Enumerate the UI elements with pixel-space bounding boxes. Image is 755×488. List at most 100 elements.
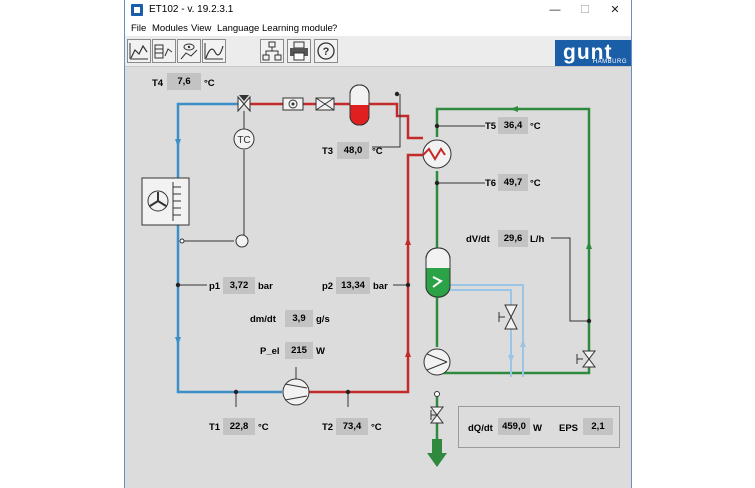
view-chart-icon [180, 43, 198, 60]
dvdt-unit: L/h [530, 234, 545, 245]
flow-arrow-left [510, 106, 518, 112]
view-chart-button[interactable] [177, 39, 201, 63]
performance-panel: dQ/dt 459,0 W EPS 2,1 [458, 406, 620, 448]
flow-arrow-up [520, 339, 526, 347]
flow-arrow-down [508, 355, 514, 363]
menu-view[interactable]: View [191, 23, 212, 34]
menu-learning-module[interactable]: Learning module [262, 23, 333, 34]
p1-label: p1 [209, 281, 221, 292]
gunt-logo: gunt HAMBURG [555, 40, 631, 66]
cooling-water-line [447, 284, 524, 377]
flow-arrow-up [405, 237, 411, 245]
measurement-points [175, 91, 592, 395]
chart-button[interactable] [127, 39, 151, 63]
high-pressure-line [250, 102, 443, 394]
toolbar: ? [125, 36, 631, 67]
cooling-water-valve-icon [498, 304, 518, 330]
t6-value: 49,7 [498, 174, 528, 191]
t3-unit: °C [372, 146, 383, 157]
t5-unit: °C [530, 121, 541, 132]
compressor-icon [282, 378, 310, 406]
window-title: ET102 - v. 19.2.3.1 [149, 4, 234, 15]
dmdt-unit: g/s [316, 314, 330, 325]
p1-value: 3,72 [223, 277, 255, 294]
help-icon: ? [317, 42, 335, 60]
t2-label: T2 [322, 422, 334, 433]
dqdt-unit: W [533, 423, 542, 434]
dqdt-label: dQ/dt [468, 423, 493, 434]
drain-valve-icon [430, 406, 444, 424]
dqdt-value: 459,0 [498, 418, 530, 435]
pel-label: P_el [260, 346, 280, 357]
svg-text:?: ? [323, 46, 330, 58]
condenser-icon [422, 139, 452, 169]
thermostatic-controller-icon: TC [233, 128, 255, 248]
t1-unit: °C [258, 422, 269, 433]
signal-lines [178, 94, 589, 407]
t5-label: T5 [485, 121, 497, 132]
p1-unit: bar [258, 281, 273, 292]
t6-unit: °C [530, 178, 541, 189]
liquid-receiver-icon [349, 84, 370, 126]
menu-help[interactable]: ? [332, 23, 338, 34]
t4-label: T4 [152, 78, 164, 89]
table-chart-button[interactable] [152, 39, 176, 63]
water-valve-icon [576, 350, 596, 368]
maximize-button[interactable]: ☐ [580, 4, 590, 16]
pel-unit: W [316, 346, 325, 357]
pel-value: 215 [285, 342, 313, 359]
printer-icon [290, 41, 308, 61]
t5-value: 36,4 [498, 117, 528, 134]
dvdt-value: 29,6 [498, 230, 528, 247]
network-icon [262, 41, 282, 61]
process-diagram: TC [125, 67, 631, 488]
eps-label: EPS [559, 423, 579, 434]
table-chart-icon [154, 44, 173, 59]
t2-value: 73,4 [336, 418, 368, 435]
app-window: ET102 - v. 19.2.3.1 — ☐ ✕ File Modules V… [124, 0, 632, 488]
t4-value: 7,6 [167, 73, 201, 90]
menu-modules[interactable]: Modules [152, 23, 188, 34]
drain-arrow-icon [427, 439, 447, 467]
close-button[interactable]: ✕ [610, 4, 620, 16]
low-pressure-line [176, 102, 282, 394]
water-outlet-point [434, 391, 440, 397]
water-pump-icon [423, 348, 451, 376]
dvdt-label: dV/dt [466, 234, 490, 245]
filter-drier-icon [315, 97, 335, 111]
help-button[interactable]: ? [314, 39, 338, 63]
diagram-chart-button[interactable] [202, 39, 226, 63]
title-bar: ET102 - v. 19.2.3.1 — ☐ ✕ [125, 0, 631, 21]
t1-value: 22,8 [223, 418, 255, 435]
flow-arrow-down [175, 337, 181, 345]
menu-file[interactable]: File [131, 23, 147, 34]
expansion-valve-icon [237, 95, 251, 113]
network-button[interactable] [260, 39, 284, 63]
process-schematic: TC [141, 84, 596, 467]
flow-arrow-up [405, 349, 411, 357]
flow-arrow-down [175, 139, 181, 147]
t1-label: T1 [209, 422, 221, 433]
dmdt-label: dm/dt [250, 314, 276, 325]
app-icon [131, 4, 143, 16]
minimize-button[interactable]: — [549, 4, 561, 16]
logo-text: gunt [563, 41, 613, 64]
flow-arrow-up [586, 241, 592, 249]
tc-label: TC [237, 135, 250, 146]
p2-unit: bar [373, 281, 388, 292]
sensor-point [179, 238, 185, 244]
t2-unit: °C [371, 422, 382, 433]
menu-language[interactable]: Language [217, 23, 260, 34]
water-tank-icon [425, 247, 451, 298]
print-button[interactable] [287, 39, 311, 63]
menu-bar: File Modules View Language Learning modu… [125, 21, 631, 36]
p2-value: 13,34 [336, 277, 370, 294]
p2-label: p2 [322, 281, 334, 292]
evaporator-icon [141, 177, 190, 226]
dmdt-value: 3,9 [285, 310, 313, 327]
water-line [435, 107, 591, 439]
t3-label: T3 [322, 146, 334, 157]
t6-label: T6 [485, 178, 497, 189]
t4-unit: °C [204, 78, 215, 89]
chart-icon [129, 43, 148, 60]
